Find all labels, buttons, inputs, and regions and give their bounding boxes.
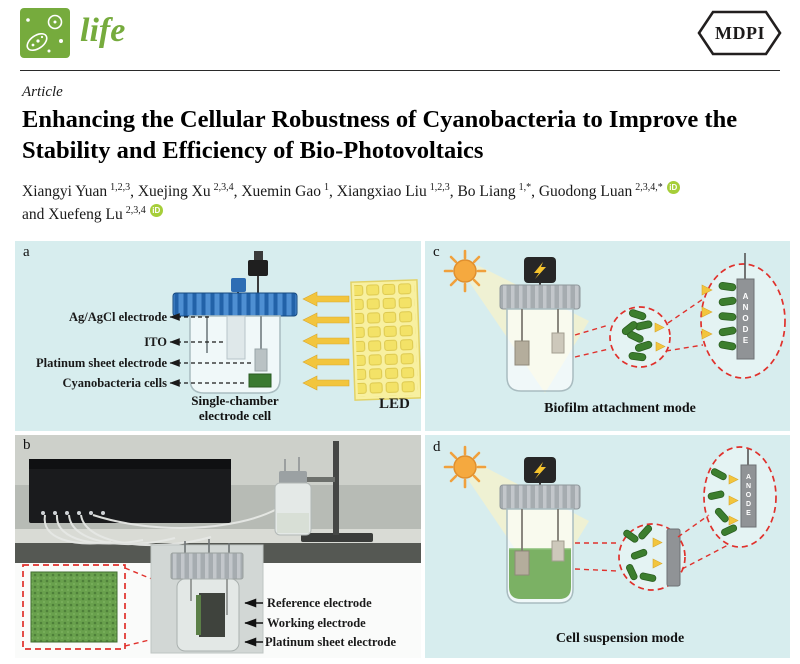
bpv-cell [499, 257, 581, 392]
author-separator: , [531, 183, 539, 200]
charge-icon [534, 462, 546, 479]
suspension-magnifier [618, 523, 686, 591]
publisher-name: MDPI [715, 23, 765, 43]
life-journal-logo[interactable] [20, 8, 70, 58]
orcid-icon[interactable]: iD [149, 203, 163, 217]
panel-b-graphic [15, 435, 421, 654]
header-divider [20, 70, 780, 71]
panel-a-annotation-arrows [169, 313, 253, 387]
author-name: Xiangyi Yuan [22, 183, 108, 200]
sun-icon [443, 249, 487, 293]
author-name: Xiangxiao Liu [336, 183, 427, 200]
author-affiliation: 2,3,4,* [635, 181, 663, 193]
author-name: Guodong Luan [538, 183, 633, 200]
journal-name: life [80, 12, 126, 49]
label-platinum-sheet-electrode: Platinum sheet electrode [265, 635, 396, 649]
anode-magnifier [703, 446, 777, 548]
author-affiliation: 1,* [518, 181, 532, 193]
panel-c-caption: Biofilm attachment mode [544, 401, 696, 416]
author-affiliation: 2,3,4 [125, 204, 146, 216]
mdpi-badge-icon: MDPI [697, 10, 782, 56]
orcid-icon[interactable]: iD [666, 180, 680, 194]
led-label: LED [379, 396, 410, 412]
led-panel [350, 279, 421, 401]
label-platinum-electrode: Platinum sheet electrode [36, 356, 167, 370]
author-separator: , [130, 183, 138, 200]
life-logo-icon [20, 8, 70, 58]
panel-a-caption-line2: electrode cell [198, 408, 272, 423]
panel-c: c ANODE Biofilm attachment mode [425, 241, 790, 431]
panel-d-letter: d [433, 439, 441, 455]
author-separator: , [449, 183, 458, 200]
author-affiliation: 1,2,3 [110, 181, 131, 193]
label-cyanobacteria-cells: Cyanobacteria cells [62, 376, 168, 390]
cyanobacteria-biofilm [248, 373, 272, 388]
potentiostat [29, 459, 231, 523]
article-title: Enhancing the Cellular Robustness of Cya… [22, 106, 738, 164]
author-separator: , [329, 183, 337, 200]
label-reference-electrode: Reference electrode [267, 596, 372, 610]
cell-photo [150, 539, 264, 654]
panel-a-caption: Single-chamber electrode cell [165, 393, 305, 423]
author-name: and Xuefeng Lu [22, 206, 123, 223]
panel-b: b Reference electrode Working electrode … [15, 435, 421, 658]
single-chamber-cell [172, 251, 298, 394]
lab-photo [15, 435, 421, 563]
panel-a-caption-line1: Single-chamber [191, 393, 279, 408]
bpv-cell [499, 457, 581, 604]
panel-d-graphic [443, 445, 777, 604]
reactor-flask [274, 457, 312, 536]
panel-a-graphic [169, 251, 421, 401]
led-light-arrows [302, 291, 350, 391]
author-name: Bo Liang [457, 183, 516, 200]
panel-d: d ANODE Cell suspension mode [425, 435, 790, 658]
anode-label: ANODE [745, 473, 752, 519]
author-name: Xuemin Gao [241, 183, 321, 200]
charge-icon [534, 262, 546, 279]
mdpi-logo[interactable]: MDPI [696, 9, 784, 57]
panel-c-graphic [443, 249, 786, 393]
lab-stand [301, 441, 373, 542]
anode-label: ANODE [741, 291, 750, 347]
author-affiliation: 1,2,3 [429, 181, 450, 193]
biofilm-magnifier [609, 306, 671, 368]
author-affiliation: 2,3,4 [213, 181, 234, 193]
anode-magnifier [700, 253, 786, 379]
anode-bar [736, 278, 755, 360]
author-separator: , [233, 183, 242, 200]
cables [43, 508, 278, 547]
label-working-electrode: Working electrode [267, 616, 366, 630]
panel-c-letter: c [433, 244, 440, 260]
panel-b-letter: b [23, 437, 31, 453]
figure1: a Ag/AgCl electrode ITO Platinum sheet e… [15, 241, 790, 658]
anode-bar [740, 464, 757, 528]
panel-a: a Ag/AgCl electrode ITO Platinum sheet e… [15, 241, 421, 431]
panel-a-letter: a [23, 244, 30, 260]
panel-b-annotation-arrows [244, 598, 263, 647]
label-ito: ITO [144, 335, 167, 349]
author-name: Xuejing Xu [137, 183, 211, 200]
label-agagcl-electrode: Ag/AgCl electrode [68, 310, 167, 324]
sun-icon [443, 445, 487, 489]
author-affiliation: 1 [324, 181, 329, 193]
article-type-label: Article [22, 84, 63, 100]
panel-d-caption: Cell suspension mode [555, 631, 685, 646]
biofilm-inset [22, 564, 199, 650]
